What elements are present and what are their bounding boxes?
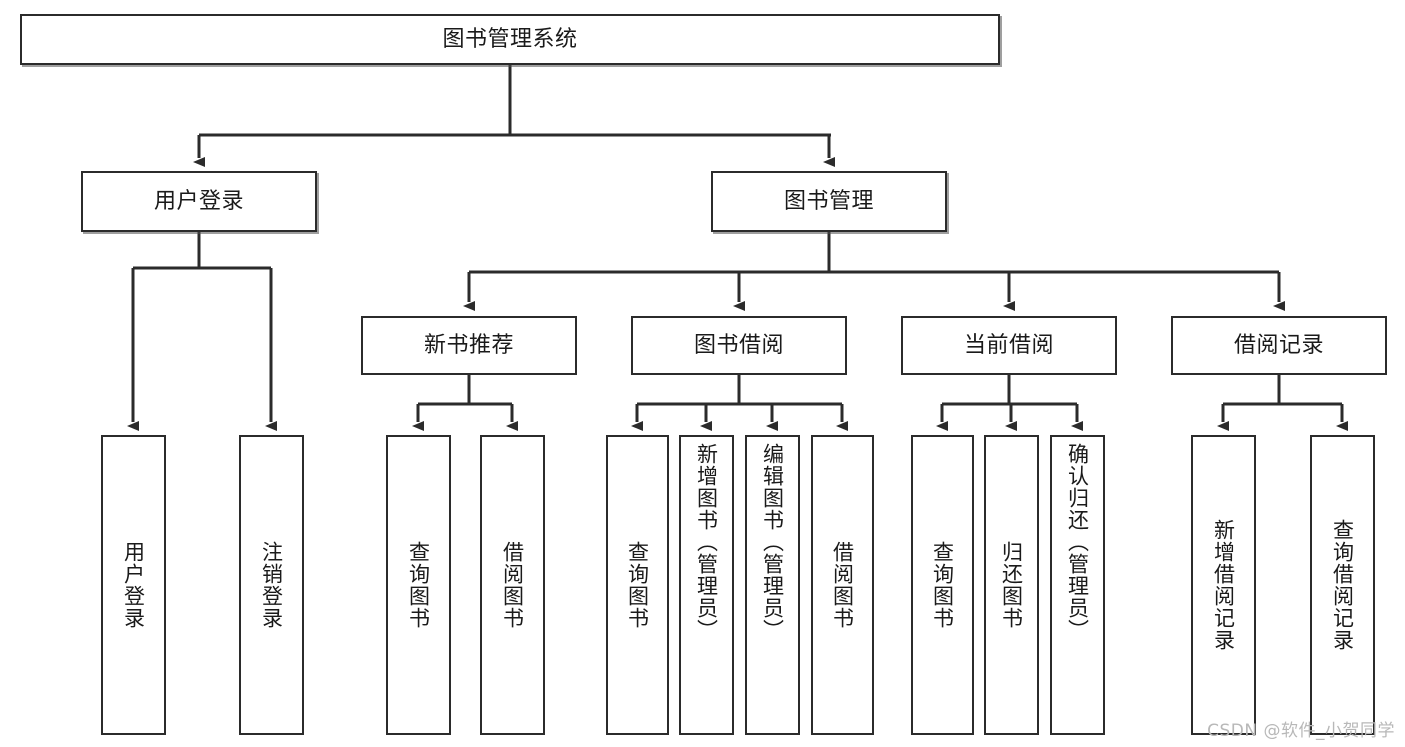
node-leaf-user-login[interactable]: 用户登录 [101,435,166,735]
node-leaf-query-book-1[interactable]: 查询图书 [386,435,451,735]
node-leaf-query-book-3-label: 查询图书 [930,541,955,629]
node-leaf-logout[interactable]: 注销登录 [239,435,304,735]
node-borrow-record-label: 借阅记录 [1233,332,1324,358]
node-root-label: 图书管理系统 [442,26,578,52]
node-leaf-edit-book[interactable]: 编辑图书（管理员） [745,435,800,735]
node-leaf-add-record[interactable]: 新增借阅记录 [1191,435,1256,735]
node-leaf-borrow-book-2[interactable]: 借阅图书 [811,435,874,735]
node-leaf-query-book-2[interactable]: 查询图书 [606,435,669,735]
node-leaf-query-record-label: 查询借阅记录 [1330,519,1355,651]
node-leaf-query-record[interactable]: 查询借阅记录 [1310,435,1375,735]
node-root[interactable]: 图书管理系统 [20,14,1000,65]
node-leaf-query-book-3[interactable]: 查询图书 [911,435,974,735]
node-leaf-borrow-book-1-label: 借阅图书 [500,541,525,629]
node-leaf-borrow-book-2-label: 借阅图书 [830,541,855,629]
node-book-borrow[interactable]: 图书借阅 [631,316,847,375]
node-book-manage[interactable]: 图书管理 [711,171,947,232]
node-leaf-add-book[interactable]: 新增图书（管理员） [679,435,734,735]
node-leaf-query-book-1-label: 查询图书 [406,541,431,629]
node-book-manage-label: 图书管理 [783,188,874,214]
node-borrow-record[interactable]: 借阅记录 [1171,316,1387,375]
node-leaf-logout-label: 注销登录 [259,541,284,629]
node-current-borrow[interactable]: 当前借阅 [901,316,1117,375]
node-leaf-return-book-label: 归还图书 [999,541,1024,629]
watermark-text: CSDN @软件_小贺同学 [1207,721,1395,741]
node-leaf-add-record-label: 新增借阅记录 [1211,519,1236,651]
node-new-book-recommend[interactable]: 新书推荐 [361,316,577,375]
node-leaf-borrow-book-1[interactable]: 借阅图书 [480,435,545,735]
node-leaf-edit-book-label: 编辑图书（管理员） [760,443,785,641]
node-book-borrow-label: 图书借阅 [693,332,784,358]
node-user-login-label: 用户登录 [153,188,244,214]
node-leaf-confirm-return[interactable]: 确认归还（管理员） [1050,435,1105,735]
node-current-borrow-label: 当前借阅 [963,332,1054,358]
node-leaf-return-book[interactable]: 归还图书 [984,435,1039,735]
node-leaf-confirm-return-label: 确认归还（管理员） [1065,443,1090,641]
node-user-login[interactable]: 用户登录 [81,171,317,232]
node-leaf-user-login-label: 用户登录 [121,541,146,629]
node-new-book-recommend-label: 新书推荐 [423,332,514,358]
node-leaf-query-book-2-label: 查询图书 [625,541,650,629]
node-leaf-add-book-label: 新增图书（管理员） [694,443,719,641]
